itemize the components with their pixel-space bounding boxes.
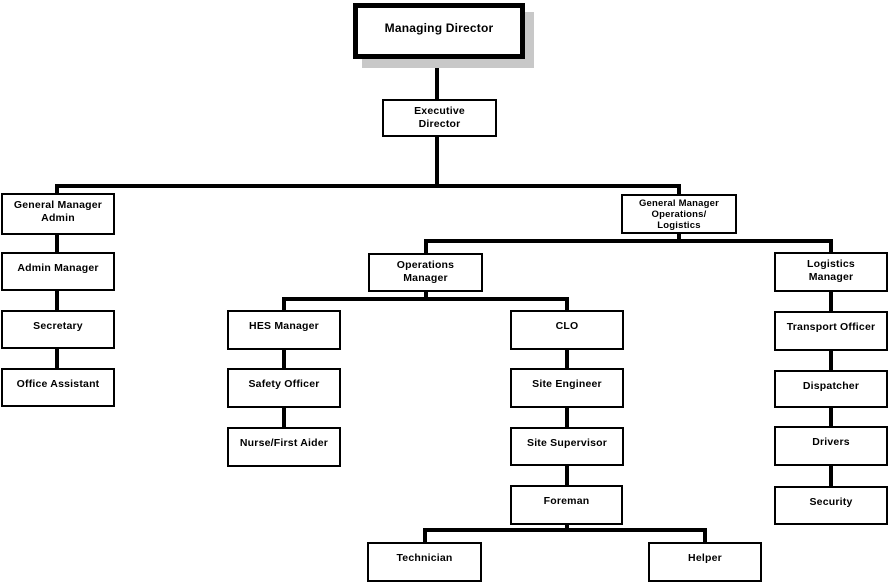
connector-transport-dispatcher: [829, 351, 833, 370]
connector-siteeng-sitesup: [565, 408, 569, 427]
connector-to-technician: [423, 528, 427, 542]
connector-ed-drop: [435, 137, 439, 186]
node-secretary: Secretary: [1, 310, 115, 349]
node-gm-operations-logistics: General Manager Operations/ Logistics: [621, 194, 737, 234]
connector-foreman-horizontal: [423, 528, 707, 532]
connector-to-opsmgr: [424, 239, 428, 253]
node-site-supervisor: Site Supervisor: [510, 427, 624, 466]
node-operations-manager: Operations Manager: [368, 253, 483, 292]
node-security: Security: [774, 486, 888, 525]
node-helper: Helper: [648, 542, 762, 582]
connector-gmadmin-adminmgr: [55, 235, 59, 252]
connector-to-helper: [703, 528, 707, 542]
connector-to-logmgr: [829, 239, 833, 252]
node-admin-manager: Admin Manager: [1, 252, 115, 291]
connector-secretary-officeasst: [55, 349, 59, 368]
node-nurse-first-aider: Nurse/First Aider: [227, 427, 341, 467]
connector-clo-siteeng: [565, 350, 569, 368]
node-managing-director: Managing Director: [353, 3, 525, 59]
connector-to-hes: [282, 297, 286, 310]
node-gm-admin: General Manager Admin: [1, 193, 115, 235]
node-office-assistant: Office Assistant: [1, 368, 115, 407]
node-technician: Technician: [367, 542, 482, 582]
node-logistics-manager: Logistics Manager: [774, 252, 888, 292]
node-safety-officer: Safety Officer: [227, 368, 341, 408]
connector-to-gm-admin: [55, 184, 59, 193]
node-transport-officer: Transport Officer: [774, 311, 888, 351]
connector-logmgr-transport: [829, 292, 833, 311]
node-site-engineer: Site Engineer: [510, 368, 624, 408]
node-foreman: Foreman: [510, 485, 623, 525]
node-clo: CLO: [510, 310, 624, 350]
connector-opsmgr-drop: [424, 292, 428, 300]
connector-drivers-security: [829, 466, 833, 486]
connector-hes-safety: [282, 350, 286, 368]
connector-dispatcher-drivers: [829, 408, 833, 426]
connector-level3-horizontal: [424, 239, 833, 243]
connector-to-clo: [565, 297, 569, 310]
connector-md-ed: [435, 59, 439, 99]
node-dispatcher: Dispatcher: [774, 370, 888, 408]
node-hes-manager: HES Manager: [227, 310, 341, 350]
connector-adminmgr-secretary: [55, 291, 59, 310]
connector-safety-nurse: [282, 408, 286, 427]
connector-level2-horizontal: [55, 184, 681, 188]
node-executive-director: Executive Director: [382, 99, 497, 137]
connector-to-gm-ops: [677, 184, 681, 194]
node-drivers: Drivers: [774, 426, 888, 466]
connector-gmops-drop: [677, 233, 681, 243]
connector-sitesup-foreman: [565, 466, 569, 485]
connector-ops-horizontal: [282, 297, 569, 301]
